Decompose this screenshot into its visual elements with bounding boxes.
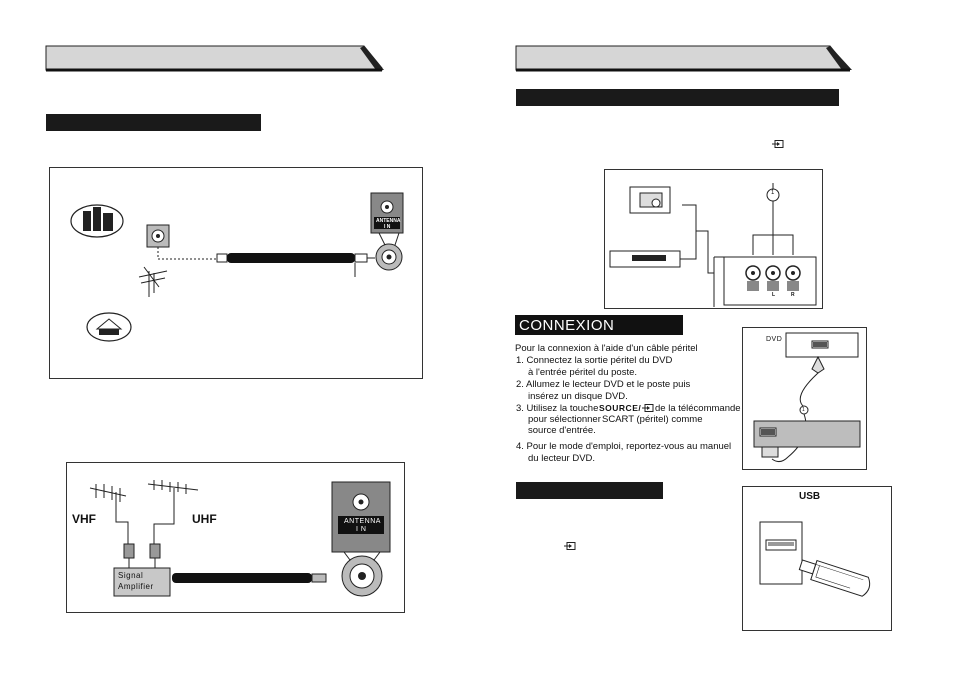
left-section-bar	[46, 114, 261, 131]
scart-step-3b: de la télécommande	[655, 403, 741, 414]
scart-step-4b: du lecteur DVD.	[528, 453, 596, 464]
scart-step-3d: SCART (péritel) comme	[602, 414, 703, 425]
usb-diagram	[759, 521, 871, 597]
antenna-diagram	[70, 192, 404, 342]
antenna-in-label-1: ANTENNA	[376, 218, 401, 224]
scart-step-1b: à l'entrée péritel du poste.	[528, 367, 638, 378]
antenna-diagram-box	[49, 167, 423, 379]
source-key-icon	[642, 404, 654, 412]
antenna-in-label-1b: I N	[384, 224, 391, 230]
scart-step-2a: 2. Allumez le lecteur DVD et le poste pu…	[516, 379, 691, 390]
audio-r-label: R	[791, 292, 795, 298]
scart-step-1a: 1. Connectez la sortie péritel du DVD	[516, 355, 673, 366]
scart-step-3a: 3. Utilisez la touche	[516, 403, 599, 414]
amplifier-label-2: Amplifier	[118, 582, 154, 591]
av-callout-number: 1	[771, 190, 775, 196]
left-header-tab	[45, 45, 384, 72]
usb-section-bar	[516, 482, 663, 499]
right-header-tab	[515, 45, 852, 72]
scart-source-key: SOURCE/	[599, 403, 642, 413]
scart-section-title: CONNEXION PERITEL	[515, 315, 683, 354]
scart-step-2b: insérez un disque DVD.	[528, 391, 628, 402]
dvd-label: DVD	[766, 336, 783, 343]
scart-step-3e: source d'entrée.	[528, 425, 596, 436]
source-icon	[772, 140, 784, 148]
scart-callout-number: 1	[802, 407, 805, 413]
audio-l-label: L	[772, 292, 776, 298]
scart-step-3c: pour sélectionner	[528, 414, 601, 425]
right-section-bar	[516, 89, 839, 106]
amplifier-diagram	[89, 480, 391, 597]
av-diagram	[609, 183, 817, 307]
usb-source-icon	[564, 542, 576, 550]
uhf-label: UHF	[192, 512, 217, 526]
antenna-in-label-2b: I N	[356, 526, 367, 533]
antenna-in-label-2: ANTENNA	[344, 518, 381, 525]
scart-intro: Pour la connexion à l'aide d'un câble pé…	[515, 343, 698, 354]
amplifier-label-1: Signal	[118, 571, 144, 580]
usb-label: USB	[799, 491, 821, 502]
vhf-label: VHF	[72, 512, 96, 526]
scart-step-4a: 4. Pour le mode d'emploi, reportez-vous …	[516, 441, 732, 452]
scart-diagram	[753, 332, 861, 463]
